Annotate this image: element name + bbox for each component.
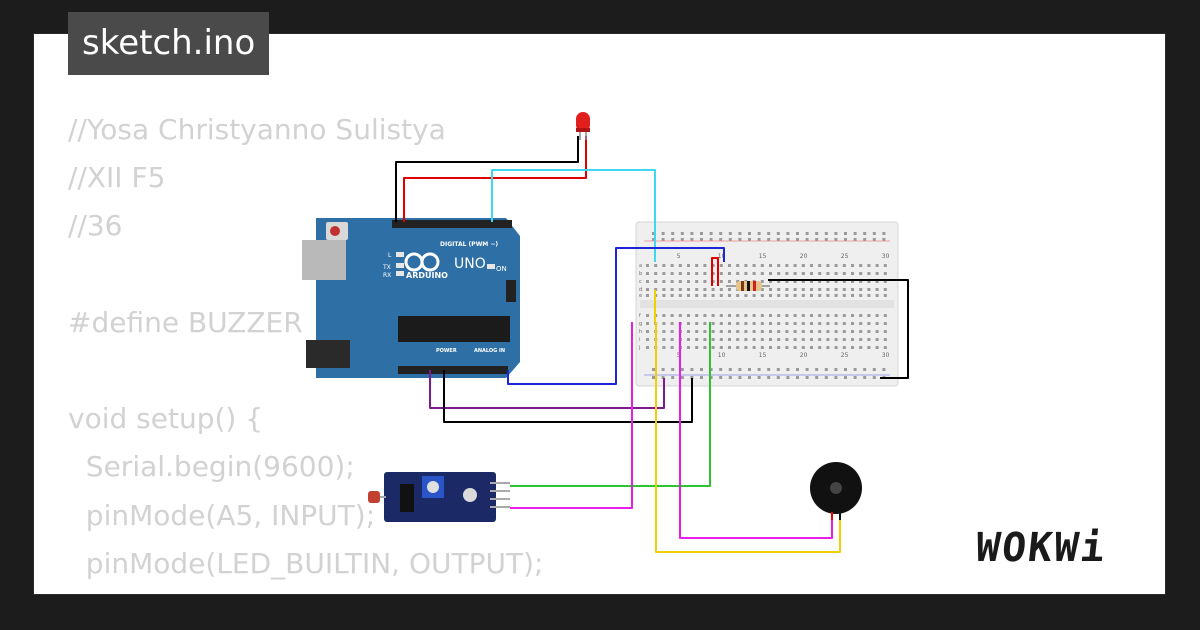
breadboard-col-label: 30 bbox=[882, 253, 890, 260]
wire-magenta-sensor bbox=[510, 322, 633, 509]
breadboard-col-label: 5 bbox=[677, 352, 681, 359]
wire-black-rail bbox=[768, 279, 909, 379]
breadboard-row-label: h bbox=[639, 329, 642, 335]
code-line: //36 bbox=[68, 209, 123, 243]
board-brand-label: ARDUINO bbox=[406, 271, 448, 280]
breadboard-row-label: e bbox=[639, 293, 642, 299]
sketch-filename-tab[interactable]: sketch.ino bbox=[68, 12, 270, 75]
analog-label: ANALOG IN bbox=[474, 348, 505, 354]
led-label-l: L bbox=[388, 252, 392, 259]
atmega-chip bbox=[398, 316, 510, 342]
breadboard-row-label: g bbox=[639, 321, 642, 327]
code-line: //Yosa Christyanno Sulistya bbox=[68, 113, 446, 146]
board-model-label: UNO bbox=[454, 256, 486, 272]
wire-green bbox=[510, 322, 711, 487]
breadboard-col-label: 25 bbox=[841, 352, 849, 359]
resistor-icon[interactable] bbox=[726, 281, 770, 291]
wires bbox=[395, 136, 909, 553]
breadboard-row-label: i bbox=[639, 337, 640, 343]
wire-black-led bbox=[395, 136, 579, 222]
analog-header bbox=[398, 366, 508, 374]
wire-yellow bbox=[655, 322, 841, 553]
wire-cyan bbox=[491, 169, 656, 262]
breadboard-row-label: d bbox=[639, 287, 642, 293]
digital-header bbox=[392, 220, 512, 228]
wire-black-gnd bbox=[443, 370, 693, 423]
led-label-rx: RX bbox=[383, 272, 391, 279]
wokwi-logo: WOKWi bbox=[973, 525, 1109, 571]
project-preview-card: //Yosa Christyanno Sulistya //XII F5 //36 #… bbox=[34, 34, 1165, 594]
wire-red-jumper bbox=[711, 257, 719, 286]
breadboard-col-label: 10 bbox=[718, 352, 726, 359]
code-line: //XII F5 bbox=[68, 161, 166, 195]
breadboard-row-label: a bbox=[639, 263, 642, 269]
led-icon[interactable] bbox=[576, 112, 590, 140]
wire-purple bbox=[429, 370, 665, 409]
breadboard-col-label: 10 bbox=[718, 253, 726, 260]
breadboard-row-label: c bbox=[639, 279, 642, 285]
breadboard-col-label: 5 bbox=[677, 253, 681, 260]
usb-port bbox=[302, 240, 346, 280]
breadboard-row-label: b bbox=[639, 271, 642, 277]
breadboard-col-label: 15 bbox=[759, 253, 767, 260]
code-line: pinMode(A5, INPUT); bbox=[68, 498, 376, 532]
wire-magenta-buzzer bbox=[679, 322, 833, 539]
breadboard-col-label: 20 bbox=[800, 253, 808, 260]
breadboard-column-labels: 5 5 10 10 15 15 20 20 25 25 30 30 bbox=[677, 253, 890, 359]
breadboard-row-label: f bbox=[639, 313, 641, 319]
code-background: //Yosa Christyanno Sulistya //XII F5 //36 #… bbox=[68, 106, 543, 594]
code-line: Serial.begin(9600); bbox=[68, 450, 355, 484]
digital-label: DIGITAL (PWM ~) bbox=[440, 241, 498, 248]
ldr-sensor-icon[interactable] bbox=[368, 472, 510, 522]
code-line: pinMode(LED_BUILTIN, OUTPUT); bbox=[68, 546, 544, 580]
wire-blue bbox=[507, 247, 725, 385]
breadboard-col-label: 30 bbox=[882, 352, 890, 359]
breadboard-col-label: 20 bbox=[800, 352, 808, 359]
wire-red-led bbox=[403, 136, 587, 222]
code-line: #define BUZZER bbox=[68, 305, 303, 339]
power-jack bbox=[306, 340, 350, 368]
power-label: POWER bbox=[436, 348, 457, 354]
on-led-label: ON bbox=[496, 265, 507, 273]
led-label-tx: TX bbox=[382, 264, 391, 271]
breadboard-col-label: 25 bbox=[841, 253, 849, 260]
breadboard-row-label: j bbox=[638, 345, 640, 351]
code-line: void setup() { bbox=[68, 402, 264, 436]
arduino-uno-board[interactable]: ARDUINO UNO ON DIGITAL (PWM ~) POWER ANA… bbox=[302, 218, 520, 378]
buzzer-icon[interactable] bbox=[810, 462, 862, 520]
breadboard-col-label: 15 bbox=[759, 352, 767, 359]
